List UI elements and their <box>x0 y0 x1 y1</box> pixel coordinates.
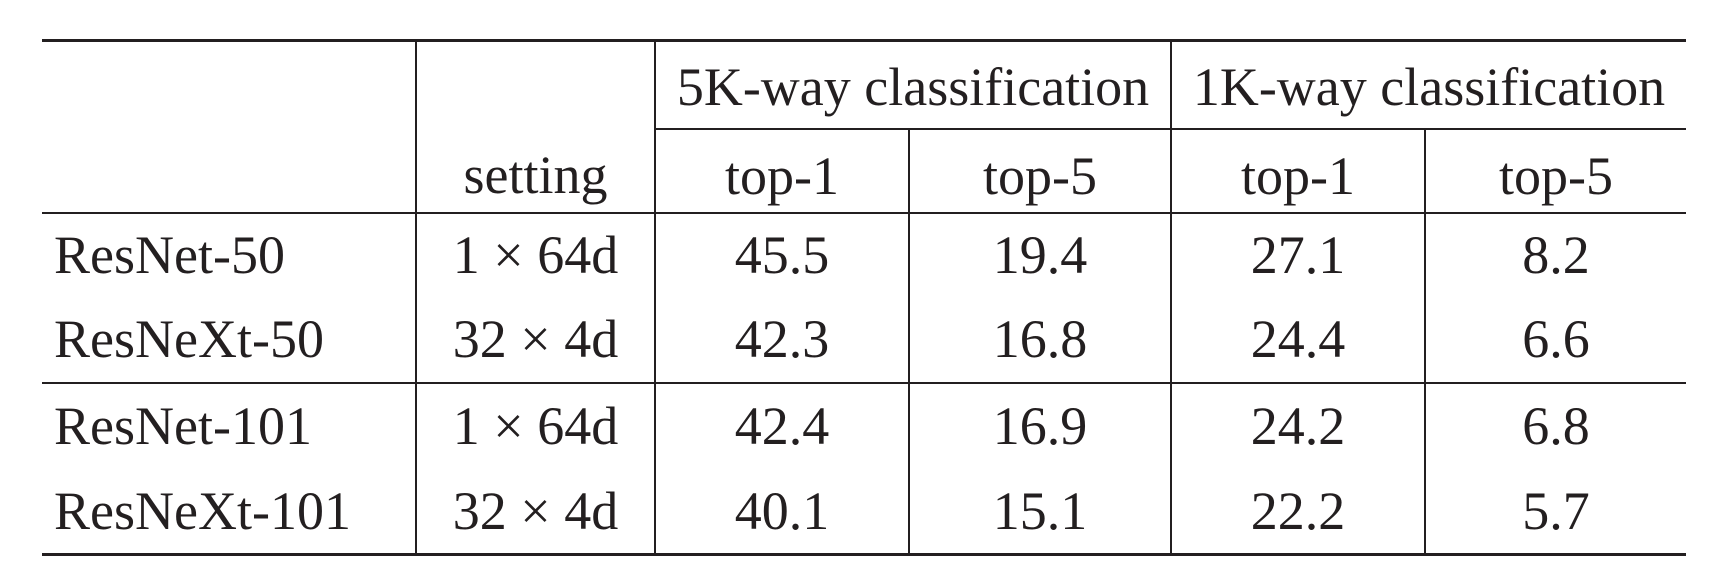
model-name: ResNet-50 <box>54 225 285 285</box>
setting-cell: 1 × 64d <box>415 382 655 469</box>
value-1k-top5: 8.2 <box>1424 212 1686 297</box>
value-1k-top5: 6.8 <box>1424 382 1686 469</box>
model-name: ResNet-101 <box>54 396 312 456</box>
value-5k-top5: 15.1 <box>908 468 1171 555</box>
empty-header-cell <box>42 128 416 214</box>
setting-cell: 1 × 64d <box>415 212 655 297</box>
value-5k-top5: 16.9 <box>908 382 1171 469</box>
table-row: ResNeXt-50 32 × 4d 42.3 16.8 24.4 6.6 <box>42 296 1686 384</box>
value-1k-top5: 6.6 <box>1424 296 1686 384</box>
model-name: ResNeXt-101 <box>54 480 351 541</box>
header-5k-way: 5K-way classification <box>654 40 1171 130</box>
value-1k-top1: 24.4 <box>1170 296 1425 384</box>
table-row: ResNet-50 1 × 64d 45.5 19.4 27.1 8.2 <box>42 212 1686 297</box>
header-5k-top1: top-1 <box>654 128 909 214</box>
table-row: ResNet-101 1 × 64d 42.4 16.9 24.2 6.8 <box>42 382 1686 469</box>
sub-header-row: setting top-1 top-5 top-1 top-5 <box>42 128 1686 214</box>
value-5k-top1: 45.5 <box>654 212 909 297</box>
setting-cell: 32 × 4d <box>415 296 655 384</box>
empty-header-cell <box>42 41 416 129</box>
value-5k-top5: 16.8 <box>908 296 1171 384</box>
header-setting: setting <box>415 128 655 214</box>
value-1k-top1: 24.2 <box>1170 382 1425 469</box>
value-1k-top5: 5.7 <box>1424 468 1686 555</box>
header-1k-way: 1K-way classification <box>1170 40 1686 130</box>
setting-cell: 32 × 4d <box>415 468 655 555</box>
value-5k-top5: 19.4 <box>908 212 1171 297</box>
value-1k-top1: 22.2 <box>1170 468 1425 555</box>
group-header-row: 5K-way classification 1K-way classificat… <box>42 40 1686 130</box>
empty-header-cell <box>415 40 655 129</box>
header-1k-top1: top-1 <box>1170 128 1425 214</box>
header-1k-top5: top-5 <box>1424 128 1686 214</box>
model-name: ResNeXt-50 <box>42 296 416 384</box>
header-5k-top5: top-5 <box>908 128 1171 214</box>
value-5k-top1: 42.3 <box>654 296 909 384</box>
value-1k-top1: 27.1 <box>1170 212 1425 297</box>
value-5k-top1: 42.4 <box>654 382 909 469</box>
value-5k-top1: 40.1 <box>654 468 909 555</box>
results-table: 5K-way classification 1K-way classificat… <box>42 39 1686 556</box>
table-row: ResNeXt-101 32 × 4d 40.1 15.1 22.2 5.7 <box>42 468 1686 555</box>
